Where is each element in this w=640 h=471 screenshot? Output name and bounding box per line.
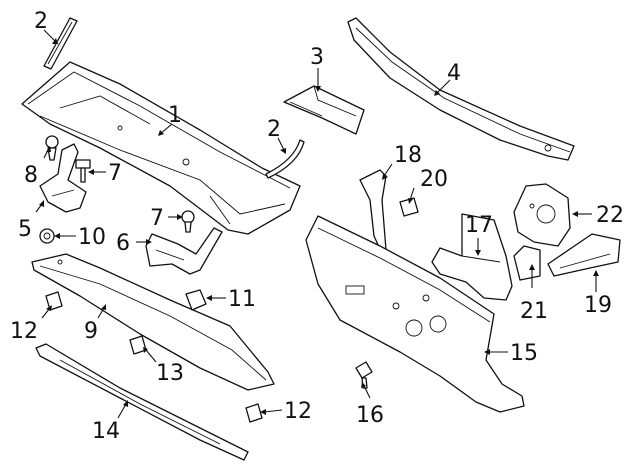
leader-lines [35, 29, 599, 419]
callout-16: 16 [356, 403, 384, 428]
part-8-clip [45, 135, 59, 161]
callout-1: 1 [168, 103, 182, 128]
callout-15: 15 [510, 341, 538, 366]
callout-4: 4 [447, 61, 461, 86]
part-5-bracket [39, 143, 87, 213]
part-1-cowl-panel [21, 61, 301, 235]
callout-11: 11 [228, 287, 256, 312]
part-11-clip [185, 289, 207, 311]
callout-13: 13 [156, 361, 184, 386]
part-2-middle-seal [265, 139, 305, 179]
part-10-nut [39, 228, 55, 244]
callout-labels: 1 2 2 3 4 5 6 7 7 8 9 10 11 12 12 13 14 … [10, 9, 624, 444]
callout-9: 9 [84, 319, 98, 344]
part-19-bracket [547, 233, 621, 277]
part-12-clip-lower [245, 403, 263, 423]
callout-17: 17 [465, 213, 493, 238]
part-13-clip [129, 335, 147, 355]
part-22-panel [513, 183, 571, 247]
callout-10: 10 [78, 225, 106, 250]
callout-5: 5 [18, 217, 32, 242]
callout-6: 6 [116, 231, 130, 256]
part-9-brace [31, 253, 275, 391]
callout-12-lower: 12 [284, 399, 312, 424]
part-21-bracket [513, 245, 541, 281]
callout-3: 3 [310, 45, 324, 70]
callout-2-middle: 2 [267, 117, 281, 142]
callout-7-lower: 7 [150, 206, 164, 231]
part-7-clip-lower [181, 210, 195, 233]
part-4-upper-bar [347, 17, 575, 161]
callout-19: 19 [584, 293, 612, 318]
callout-20: 20 [420, 167, 448, 192]
callout-2-upper: 2 [34, 9, 48, 34]
part-12-clip-upper [45, 291, 63, 311]
callout-12-upper: 12 [10, 319, 38, 344]
part-17-bracket [431, 213, 513, 301]
callout-7-upper: 7 [108, 161, 122, 186]
part-3-panel [283, 85, 365, 135]
part-15-dash-panel [305, 215, 525, 413]
part-7-bolt-upper [75, 159, 91, 183]
callout-18: 18 [394, 143, 422, 168]
callout-14: 14 [92, 419, 120, 444]
part-2-upper-seal [43, 17, 78, 70]
part-14-lower-strip [35, 343, 249, 461]
part-6-bracket [145, 227, 223, 275]
callout-8: 8 [24, 163, 38, 188]
callout-21: 21 [520, 299, 548, 324]
callout-22: 22 [596, 203, 624, 228]
